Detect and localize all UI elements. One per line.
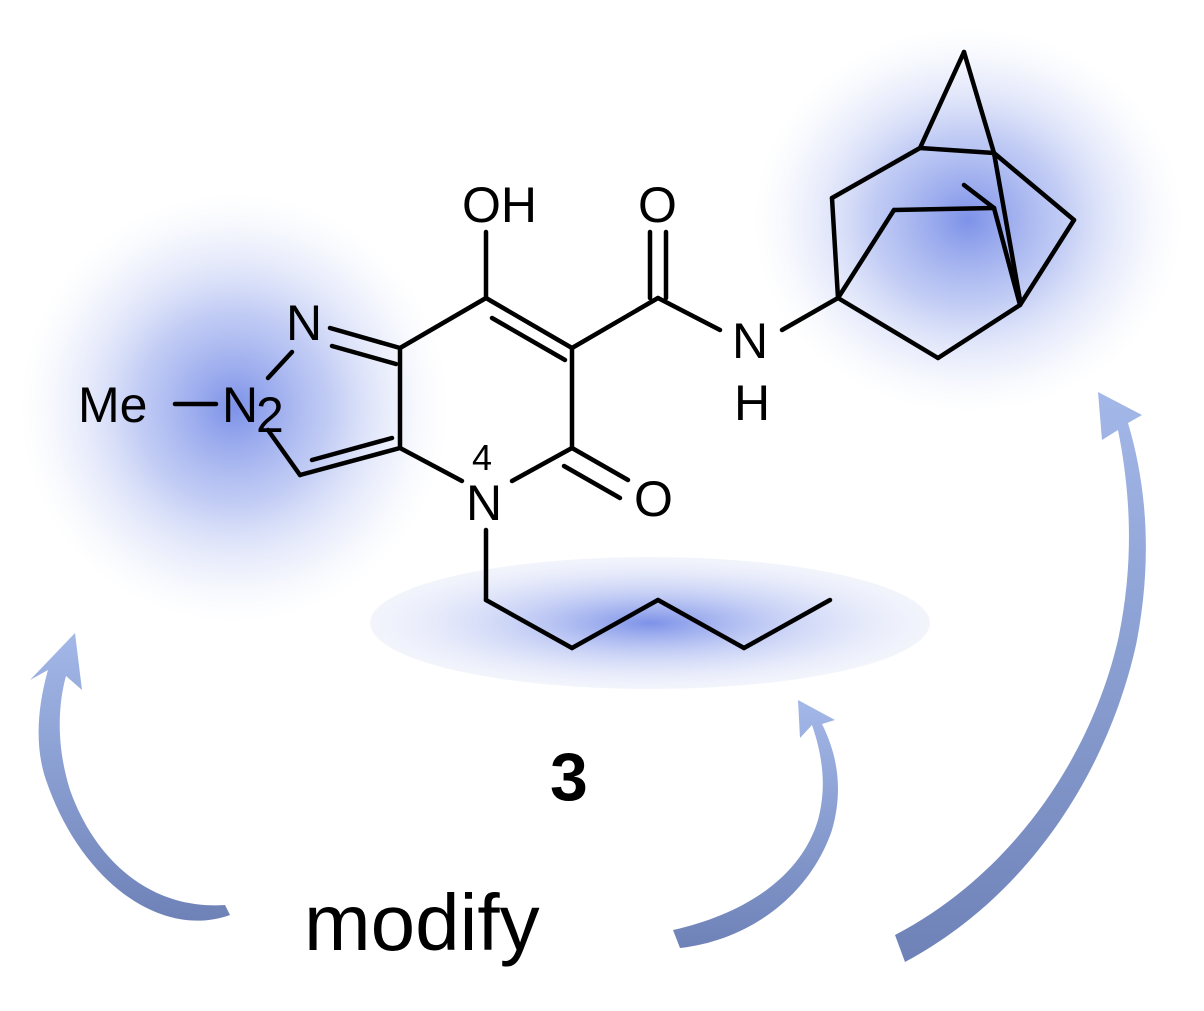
- arrow-to-adamantyl: [895, 392, 1146, 962]
- atom-n-pyrazole: N: [286, 295, 322, 351]
- butyl-highlight: [370, 557, 930, 689]
- adamantyl-highlight: [756, 30, 1180, 410]
- arrow-to-pyrazole: [30, 633, 230, 921]
- modify-caption: modify: [304, 878, 540, 967]
- pyrazole-highlight: [22, 196, 446, 620]
- atom-n2-locant: 2: [256, 387, 284, 443]
- atom-o-lactam: O: [634, 471, 673, 527]
- atom-o-amide: O: [638, 177, 677, 233]
- atom-me: Me: [78, 377, 147, 433]
- atom-oh: OH: [462, 177, 537, 233]
- compound-number: 3: [550, 739, 588, 815]
- atom-n4-locant: 4: [472, 437, 492, 478]
- atom-n4: N: [466, 475, 502, 531]
- arrow-to-butyl: [673, 700, 838, 948]
- bond-skeleton: [172, 49, 1077, 651]
- atom-n2: N: [222, 377, 258, 433]
- atom-h-amide: H: [734, 375, 770, 431]
- atom-n-amide: N: [732, 313, 768, 369]
